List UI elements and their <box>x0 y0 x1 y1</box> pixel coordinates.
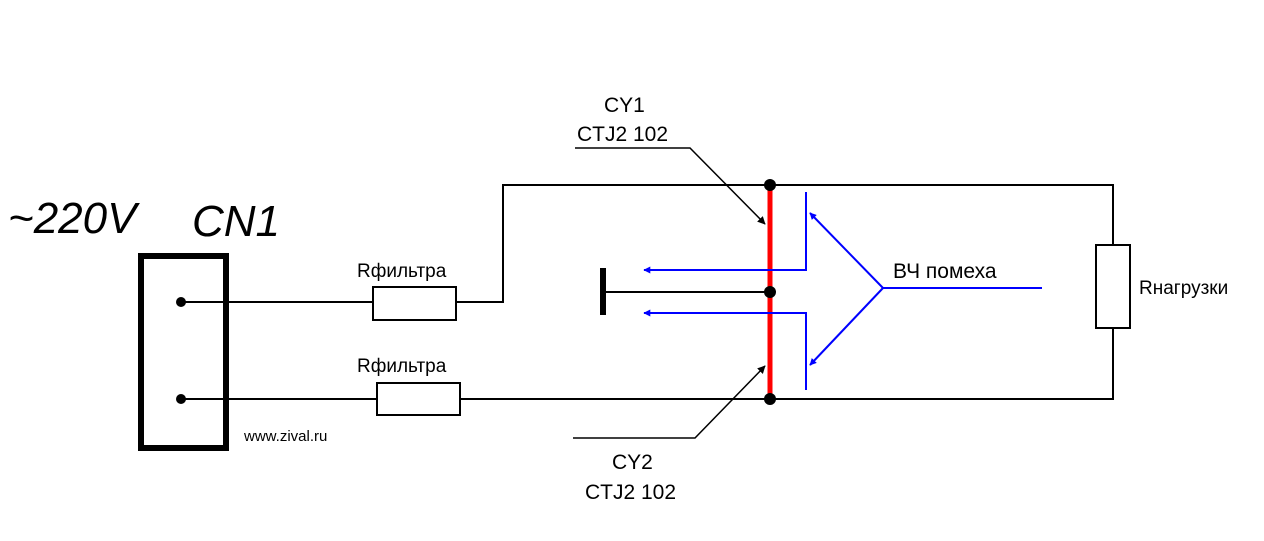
filter-resistor-1-label: Rфильтра <box>357 261 447 282</box>
ground-symbol <box>600 268 770 315</box>
capacitor-cy2-leader <box>573 365 766 439</box>
connector-cn1 <box>138 253 229 451</box>
hf-noise-paths <box>643 192 1042 390</box>
noise-pointer-upper <box>809 212 884 289</box>
capacitor-cy1-part: CTJ2 102 <box>577 123 668 146</box>
website-label: www.zival.ru <box>243 428 327 445</box>
filter-resistor-2-label: Rфильтра <box>357 356 447 377</box>
capacitor-cy1-leader <box>575 147 766 225</box>
filter-resistor-2 <box>376 382 461 416</box>
load-resistor-label: Rнагрузки <box>1139 278 1228 299</box>
top-wire <box>181 184 1114 303</box>
junction-bottom <box>764 393 776 405</box>
noise-label: ВЧ помеха <box>893 260 997 283</box>
noise-path-lower <box>643 309 807 390</box>
capacitor-cy2-part: CTJ2 102 <box>585 481 676 504</box>
connector-name-label: CN1 <box>192 197 280 246</box>
noise-path-upper <box>643 192 807 274</box>
noise-pointer-lower <box>809 287 884 366</box>
capacitor-cy1-name: CY1 <box>604 94 645 117</box>
junction-top <box>764 179 776 191</box>
capacitor-cy2-name: CY2 <box>612 451 653 474</box>
voltage-label: ~220V <box>8 194 140 243</box>
filter-resistor-1 <box>372 286 457 321</box>
load-resistor <box>1095 244 1131 329</box>
junction-mid <box>764 286 776 298</box>
bottom-wire <box>181 328 1114 400</box>
